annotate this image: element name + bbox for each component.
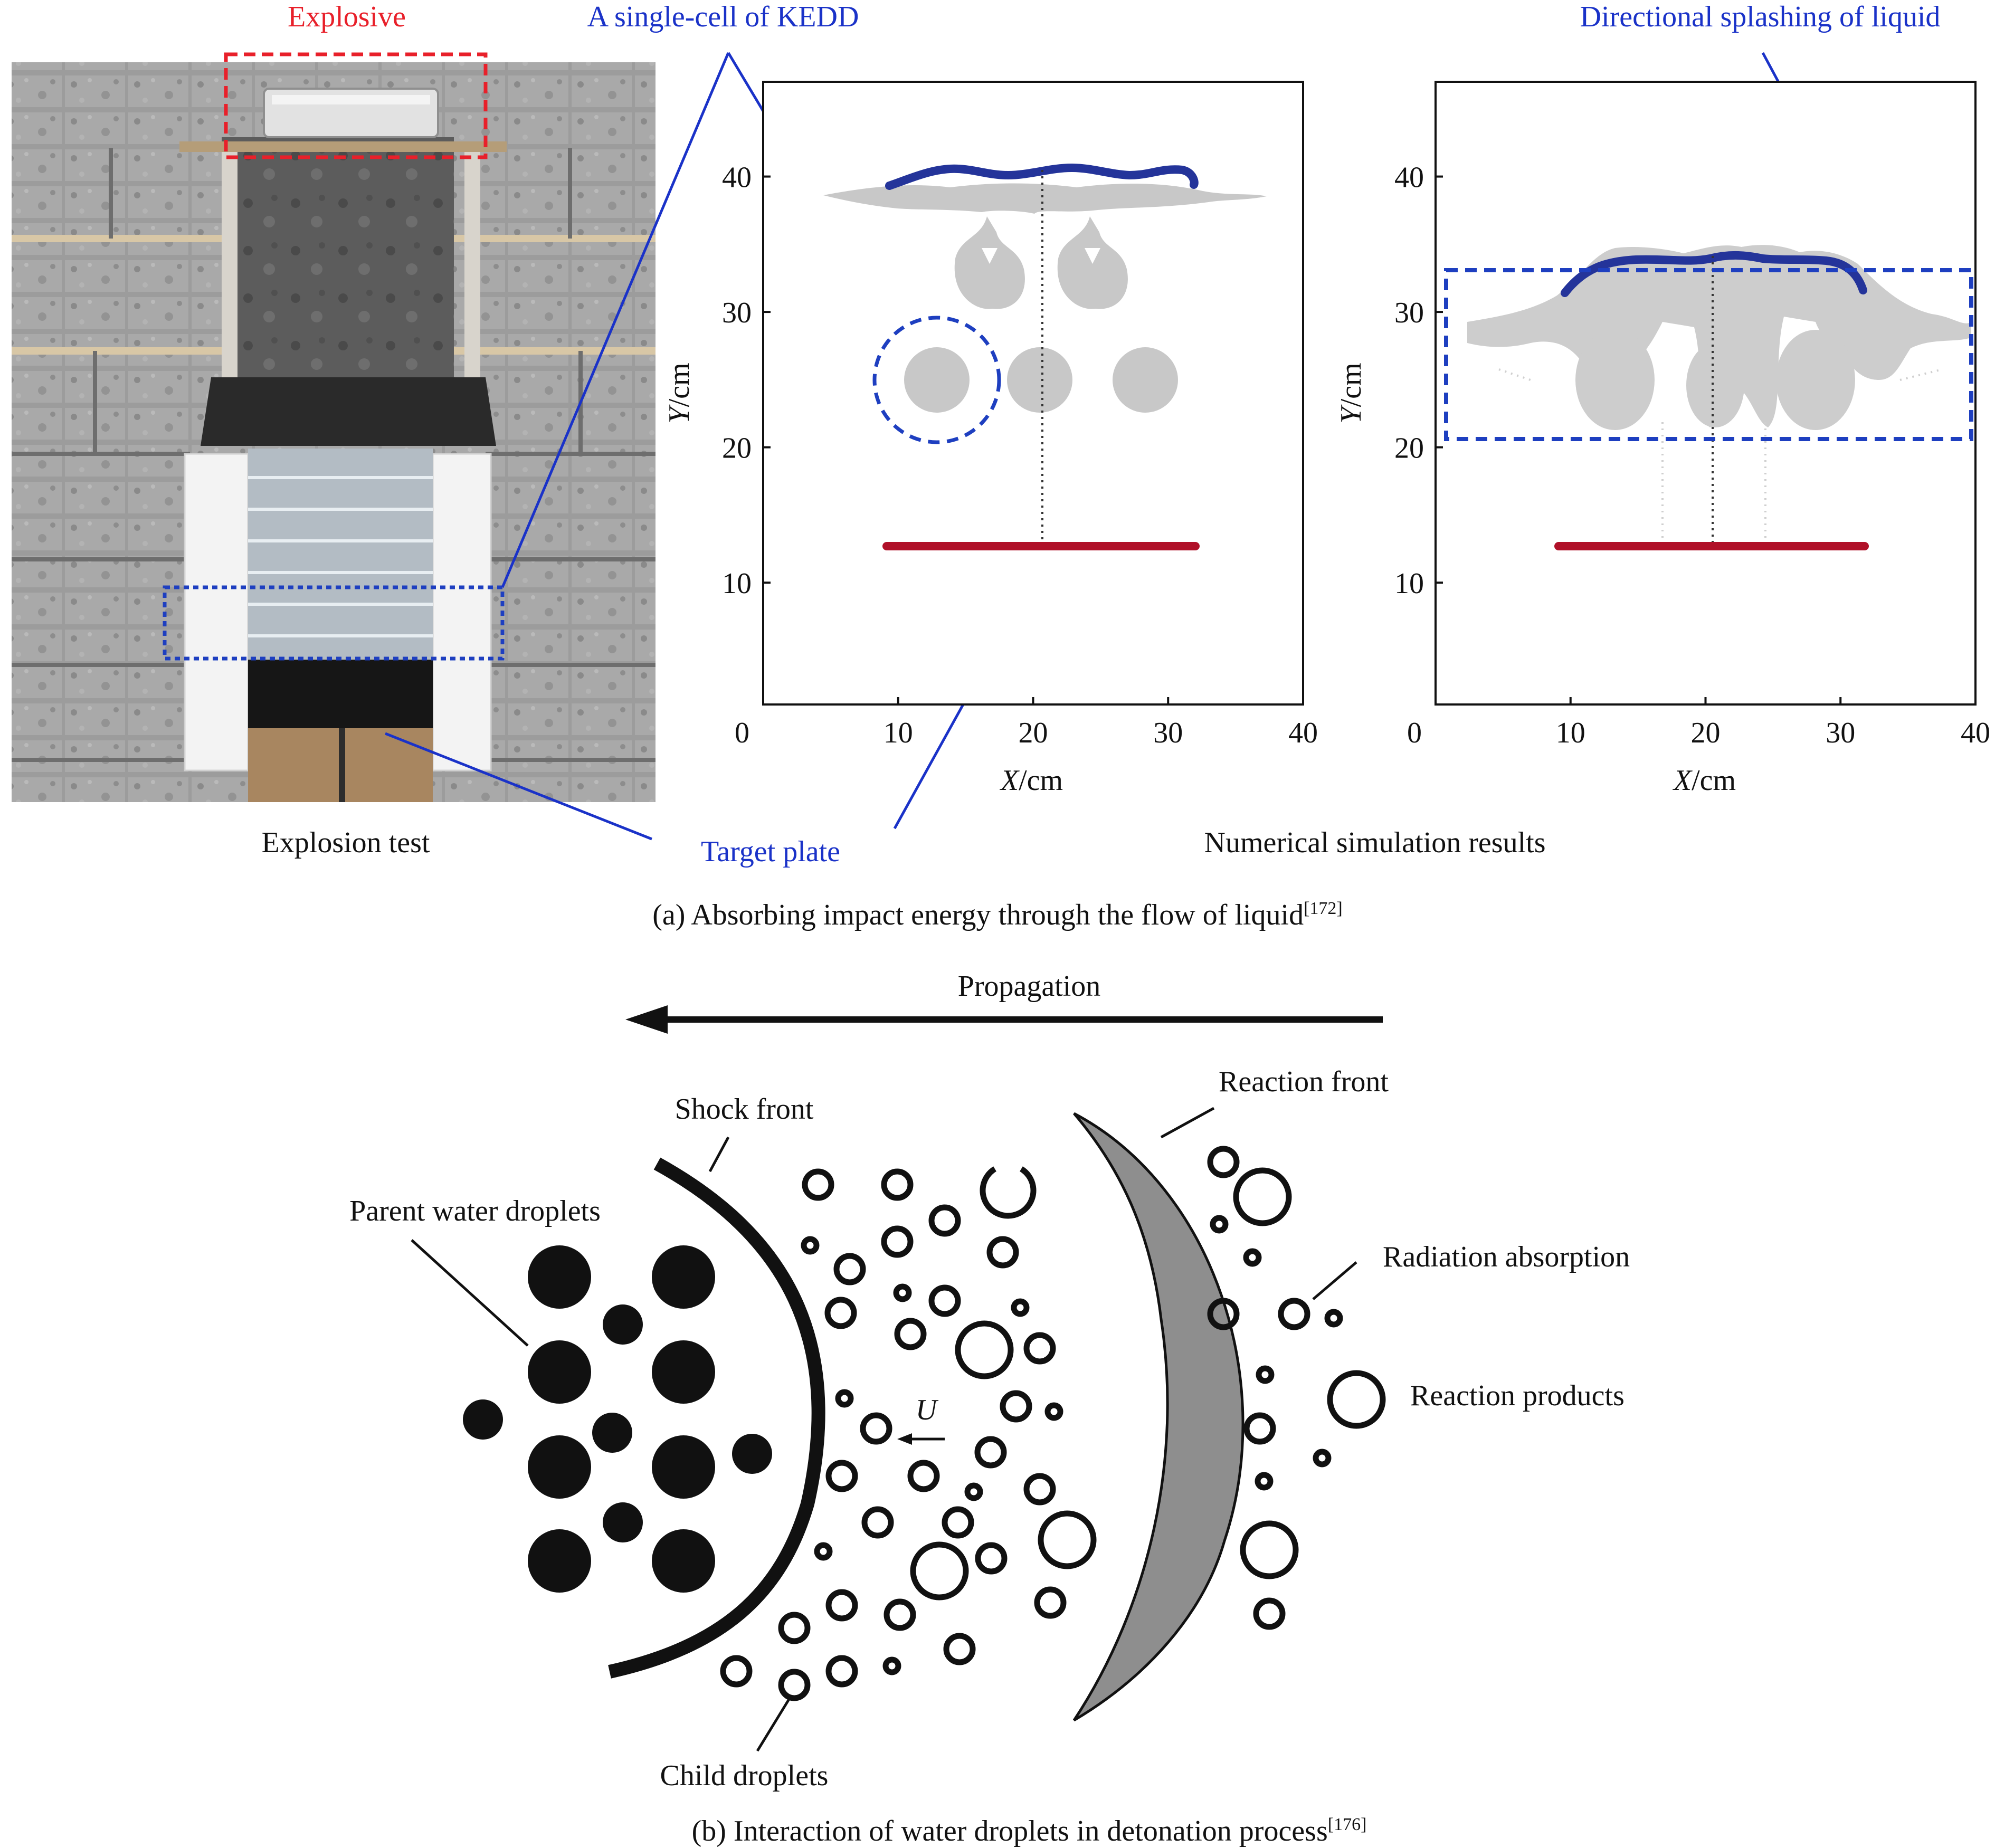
simulation-plot-left: 0 10 20 30 40 10 20 30 40 — [722, 81, 1318, 749]
explosion-test-caption: Explosion test — [262, 826, 430, 859]
single-cell-label: A single-cell of KEDD — [587, 1, 859, 33]
target-plate-label: Target plate — [701, 835, 840, 868]
reaction-front-label: Reaction front — [1219, 1065, 1389, 1098]
x-tick-label: 40 — [1288, 717, 1318, 749]
panel-b-caption: (b) Interaction of water droplets in det… — [692, 1815, 1367, 1847]
velocity-u-label: U — [916, 1394, 939, 1426]
y-tick-label: 10 — [722, 567, 752, 600]
x-tick-label: 0 — [1407, 717, 1422, 749]
explosion-test-photo — [12, 62, 656, 802]
explosive-label: Explosive — [288, 1, 406, 33]
plot-left-xlabel: X/cm — [1000, 764, 1063, 797]
x-tick-label: 40 — [1961, 717, 1990, 749]
reaction-front-leader — [1160, 1107, 1215, 1139]
x-tick-label: 30 — [1826, 717, 1855, 749]
child-droplets-leader — [756, 1698, 791, 1752]
y-tick-label: 40 — [722, 161, 752, 194]
simulation-caption: Numerical simulation results — [1204, 826, 1546, 859]
explosive-highlight-box — [224, 52, 488, 159]
y-tick-label: 20 — [722, 432, 752, 465]
splash-label: Directional splashing of liquid — [1580, 1, 1941, 33]
y-tick-label: 40 — [1394, 161, 1424, 194]
plot-right-ticks: 0 10 20 30 40 10 20 30 40 — [1394, 161, 1990, 749]
radiation-absorption-label: Radiation absorption — [1383, 1241, 1630, 1273]
x-tick-label: 20 — [1019, 717, 1048, 749]
kedd-cell-highlight-box — [163, 585, 505, 661]
x-tick-label: 0 — [735, 717, 749, 749]
reaction-products — [1207, 1146, 1386, 1630]
plot-right-xlabel: X/cm — [1673, 764, 1736, 797]
y-tick-label: 20 — [1394, 432, 1424, 465]
plot-left-ylabel: Y/cm — [663, 363, 696, 423]
simulation-plot-right: 0 10 20 30 40 10 20 30 40 — [1394, 81, 1990, 749]
velocity-arrow — [897, 1433, 945, 1445]
reaction-front — [1072, 1112, 1244, 1722]
panel-a-caption: (a) Absorbing impact energy through the … — [652, 899, 1343, 931]
x-tick-label: 30 — [1153, 717, 1183, 749]
child-droplets — [720, 1166, 1097, 1701]
parent-droplets-label: Parent water droplets — [349, 1195, 601, 1227]
reaction-products-label: Reaction products — [1410, 1379, 1624, 1412]
parent-droplets-leader — [411, 1239, 529, 1347]
y-tick-label: 30 — [722, 297, 752, 329]
x-tick-label: 20 — [1691, 717, 1721, 749]
shock-front-label: Shock front — [675, 1093, 814, 1126]
plot-left-ticks: 0 10 20 30 40 10 20 30 40 — [722, 161, 1318, 749]
shock-front — [608, 1157, 825, 1679]
y-tick-label: 30 — [1394, 297, 1424, 329]
child-droplets-label: Child droplets — [660, 1759, 829, 1792]
x-tick-label: 10 — [884, 717, 913, 749]
plot-right-ylabel: Y/cm — [1335, 363, 1367, 423]
x-tick-label: 10 — [1556, 717, 1585, 749]
y-tick-label: 10 — [1394, 567, 1424, 600]
shock-front-leader — [708, 1136, 730, 1173]
radiation-leader — [1312, 1261, 1357, 1300]
parent-water-droplets — [463, 1245, 772, 1593]
propagation-label: Propagation — [958, 970, 1101, 1003]
propagation-arrow — [625, 1005, 1383, 1034]
